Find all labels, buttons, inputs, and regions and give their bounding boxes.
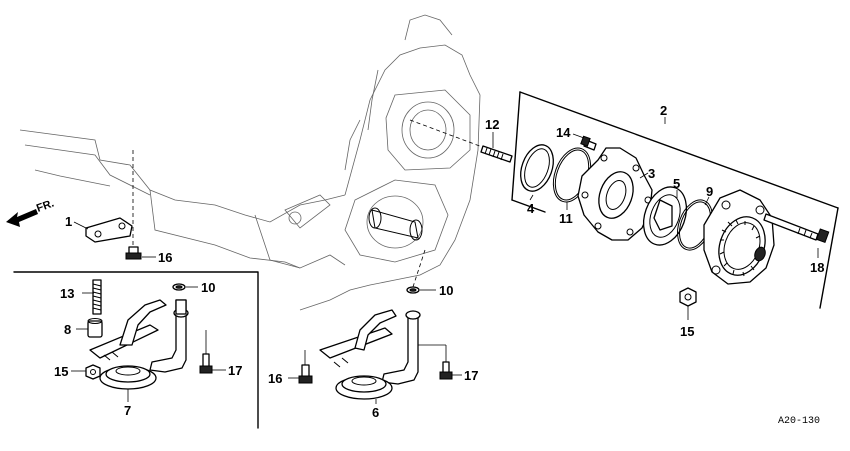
part-17-bolt-main: [418, 344, 453, 380]
front-direction-label: FR.: [35, 197, 56, 214]
callout-12: 12: [485, 117, 499, 132]
part-6-strainer: [319, 309, 421, 400]
part-13-stud: [92, 279, 102, 315]
part-1-bracket: [85, 217, 133, 243]
callout-15-main: 15: [680, 324, 694, 339]
callout-17-main: 17: [464, 368, 478, 383]
callout-16-lower: 16: [268, 371, 282, 386]
callout-17-inset: 17: [228, 363, 242, 378]
callout-1: 1: [65, 214, 72, 229]
front-direction-arrow: FR.: [6, 197, 56, 227]
part-3-cover: [577, 147, 653, 241]
part-8-collar: [87, 318, 103, 338]
part-12-stud: [480, 145, 513, 163]
inset-box: [13, 271, 259, 429]
callout-14: 14: [556, 125, 571, 140]
callout-10-inset: 10: [201, 280, 215, 295]
engine-block-outline: [19, 14, 481, 311]
diagram-code: A20-130: [778, 416, 820, 427]
callout-7: 7: [124, 403, 131, 418]
callout-5: 5: [673, 176, 680, 191]
callout-3: 3: [648, 166, 655, 181]
part-5-rotor: [642, 186, 688, 246]
callout-16-upper: 16: [158, 250, 172, 265]
part-7-strainer: [89, 299, 189, 390]
alignment-lines: [132, 119, 486, 291]
part-15-nut-inset: [85, 364, 101, 380]
callout-6: 6: [372, 405, 379, 420]
part-4-ring: [520, 144, 554, 192]
part-14-screw: [580, 135, 597, 151]
callout-labels: 1 2 3 4 5 6 7 8 9 10 10 11 12 13 14 15 1…: [54, 103, 824, 420]
part-16-bolt-upper: [125, 246, 142, 260]
part-17-bolt-inset: [199, 330, 213, 374]
callout-4: 4: [527, 201, 535, 216]
callout-13: 13: [60, 286, 74, 301]
part-10-oring-main: [406, 286, 420, 294]
part-10-oring-inset: [172, 283, 186, 291]
leader-lines: [71, 117, 819, 404]
part-15-nut-main: [679, 287, 697, 307]
part-2-assembly-bracket: [511, 91, 839, 309]
oil-pump-housing: [703, 189, 775, 285]
callout-8: 8: [64, 322, 71, 337]
callout-2: 2: [660, 103, 667, 118]
part-16-bolt-lower: [298, 350, 313, 384]
callout-15-inset: 15: [54, 364, 68, 379]
callout-10-main: 10: [439, 283, 453, 298]
callout-9: 9: [706, 184, 713, 199]
part-18-bolt: [763, 213, 830, 244]
callout-18: 18: [810, 260, 824, 275]
callout-11: 11: [559, 211, 573, 226]
